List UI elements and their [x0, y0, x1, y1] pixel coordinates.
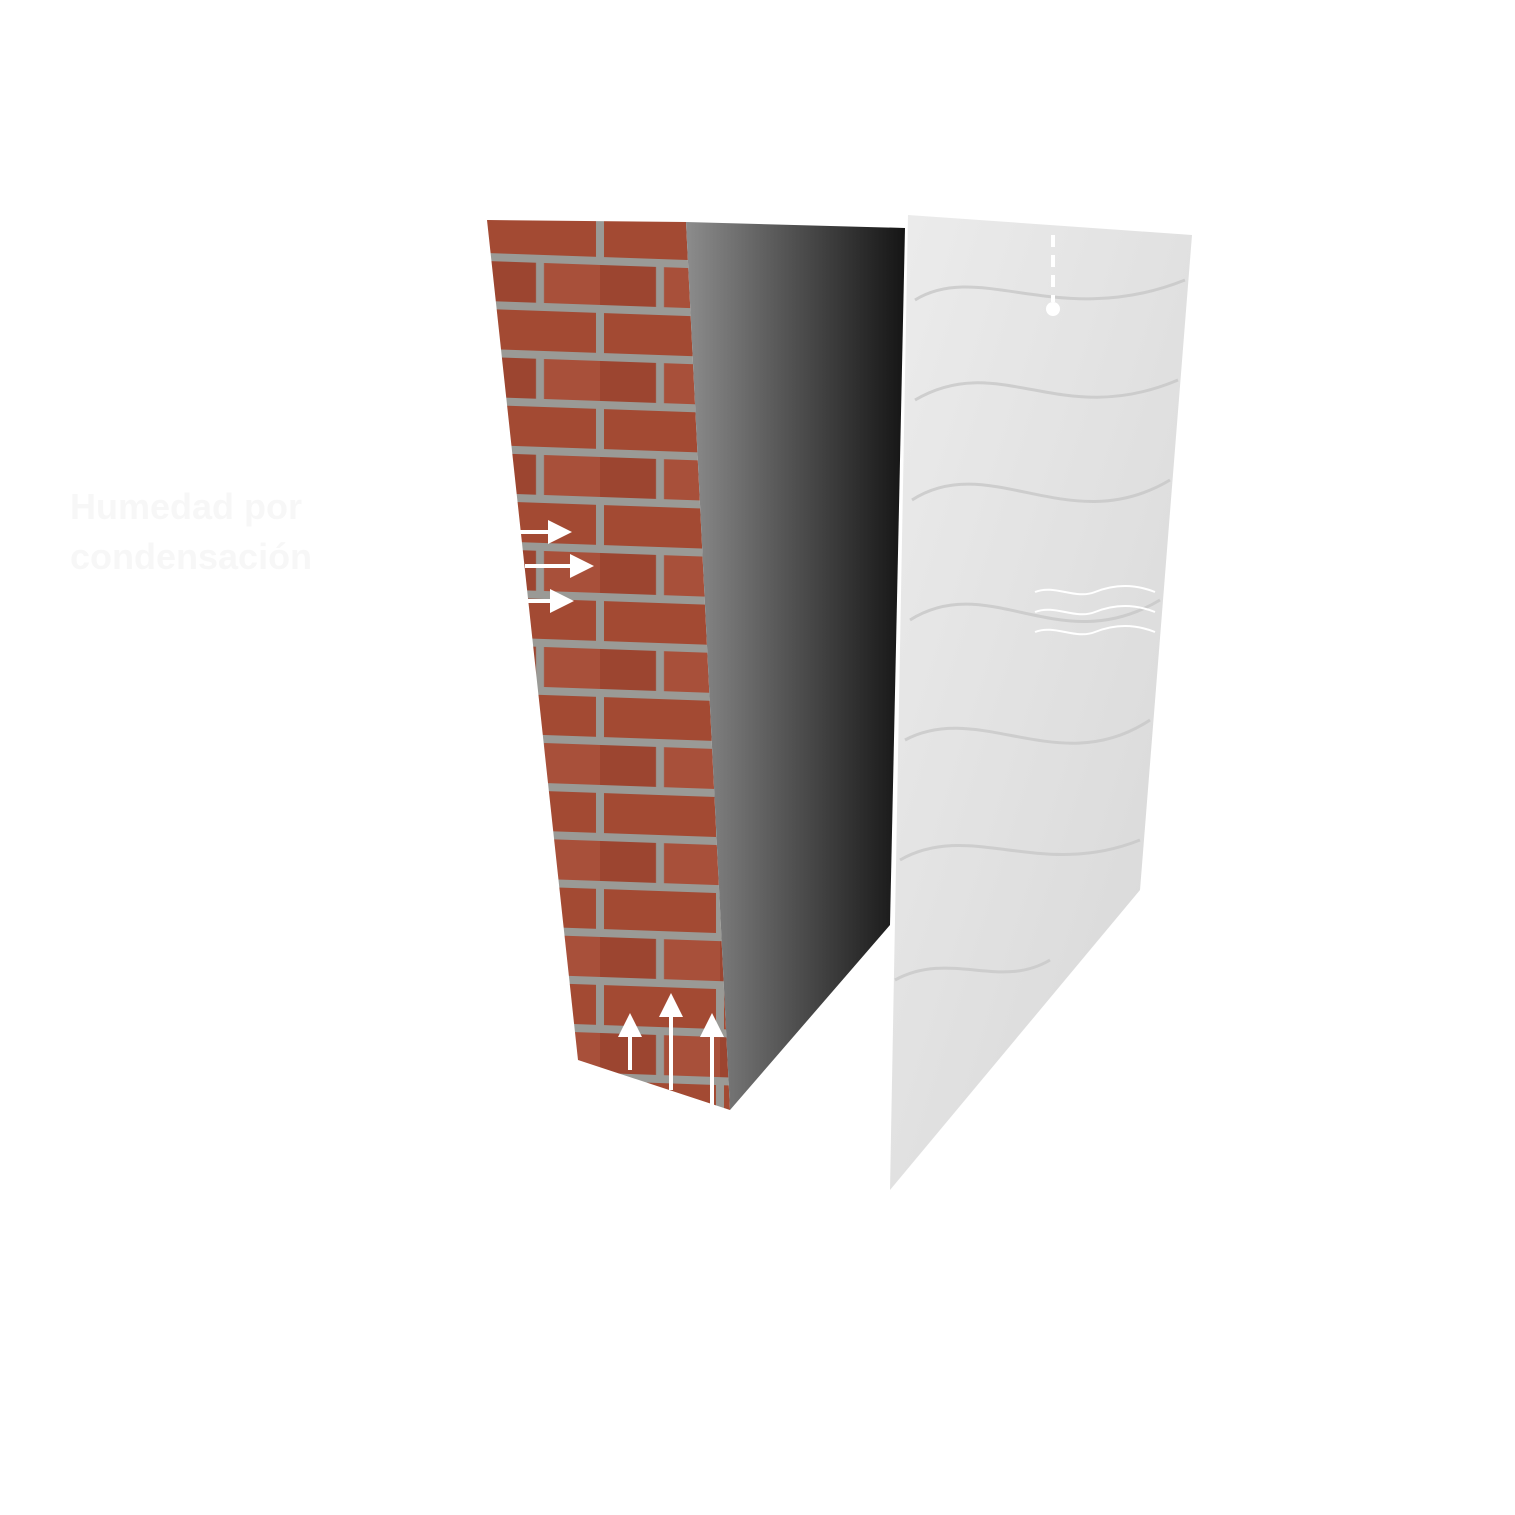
vapor-waves-icon [1034, 585, 1156, 636]
horizontal-arrows-icon [520, 520, 594, 613]
diagram-title: Humedad por condensación [70, 486, 313, 577]
brick-face [487, 220, 730, 1110]
vertical-arrows-icon [618, 993, 724, 1105]
plaster-panel [890, 215, 1192, 1190]
insulation-panel [686, 222, 905, 1110]
thermometer-icon [1046, 235, 1060, 316]
plaster-texture [894, 278, 1186, 982]
